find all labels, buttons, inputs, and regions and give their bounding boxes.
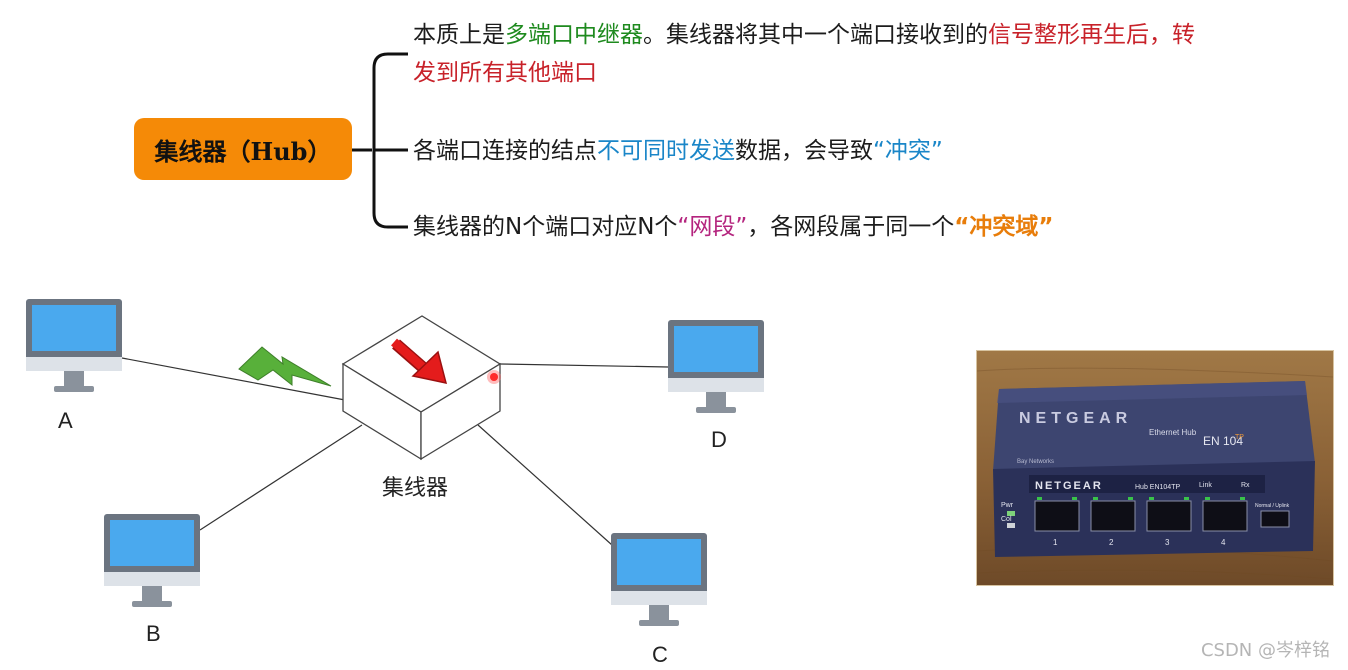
photo-rx-label: Rx: [1241, 482, 1250, 489]
host-label-b: B: [146, 621, 161, 646]
branch2-text-2: 数据，会导致: [735, 138, 873, 164]
link-b-hub: [199, 424, 363, 531]
computer-b-icon: [104, 514, 200, 607]
link-c-hub: [477, 424, 613, 546]
photo-model-line: Ethernet Hub: [1149, 428, 1197, 437]
host-label-c: C: [652, 642, 668, 667]
photo-uplink-label: Normal / Uplink: [1255, 503, 1290, 509]
photo-brand-top: NETGEAR: [1019, 410, 1132, 427]
branch1-highlight-reshape-forward: 信号整形再生后，转发到所有其他端口: [413, 22, 1195, 86]
lightning-bolt-icon: [238, 346, 332, 387]
photo-pwr-label: Pwr: [1001, 502, 1014, 509]
computer-d-icon: [668, 320, 764, 413]
photo-model-suffix: TP: [1235, 434, 1244, 441]
branch2-highlight-collision: “冲突”: [873, 138, 943, 164]
branch2-text-1: 各端口连接的结点: [413, 138, 597, 164]
photo-front-brand: NETGEAR: [1035, 480, 1103, 492]
computer-c-icon: [611, 533, 707, 626]
branch2-highlight-cannot-send: 不可同时发送: [597, 138, 735, 164]
hub-cube: [341, 315, 502, 461]
photo-port-4: 4: [1221, 538, 1226, 547]
branch1-highlight-multiport-repeater: 多端口中继器: [505, 22, 643, 48]
branch3-highlight-segment: “网段”: [677, 214, 748, 240]
branch-collision-domain: 集线器的N个端口对应N个“网段”，各网段属于同一个“冲突域”: [413, 208, 1054, 246]
branch-repeater: 本质上是多端口中继器。集线器将其中一个端口接收到的信号整形再生后，转发到所有其他…: [413, 16, 1213, 92]
branch-collision: 各端口连接的结点不可同时发送数据，会导致“冲突”: [413, 132, 943, 170]
branch1-text-1: 本质上是: [413, 22, 505, 48]
watermark: CSDN @岑梓铭: [1200, 640, 1330, 661]
branch3-text-1: 集线器的N个端口对应N个: [413, 214, 678, 240]
photo-port-2: 2: [1109, 538, 1114, 547]
link-a-hub: [121, 357, 346, 401]
host-label-a: A: [58, 408, 73, 433]
photo-col-label: Col: [1001, 516, 1012, 523]
branch3-highlight-collision-domain: “冲突域”: [954, 214, 1054, 240]
hub-label: 集线器: [382, 475, 449, 500]
photo-front-model: Hub EN104TP: [1135, 484, 1180, 491]
branch3-text-2: ，各网段属于同一个: [747, 214, 955, 240]
computer-a-icon: [26, 299, 122, 392]
photo-bay-label: Bay Networks: [1017, 459, 1054, 465]
signal-arrow-icon: [391, 338, 448, 384]
photo-port-1: 1: [1053, 538, 1058, 547]
hub-photo: NETGEAR Ethernet Hub EN 104 TP Bay Netwo…: [976, 350, 1334, 586]
hub-photo-drawing: NETGEAR Ethernet Hub EN 104 TP Bay Netwo…: [977, 367, 1333, 580]
network-links: [121, 357, 669, 546]
photo-link-label: Link: [1199, 482, 1212, 489]
mindmap-root-hub: 集线器（Hub）: [134, 118, 352, 180]
photo-model-name: EN 104: [1203, 434, 1243, 448]
mindmap-root-label: 集线器（Hub）: [154, 136, 332, 166]
branch1-text-2: 。集线器将其中一个端口接收到的: [643, 22, 988, 48]
link-d-hub: [499, 363, 669, 368]
host-label-d: D: [711, 427, 727, 452]
photo-port-3: 3: [1165, 538, 1170, 547]
